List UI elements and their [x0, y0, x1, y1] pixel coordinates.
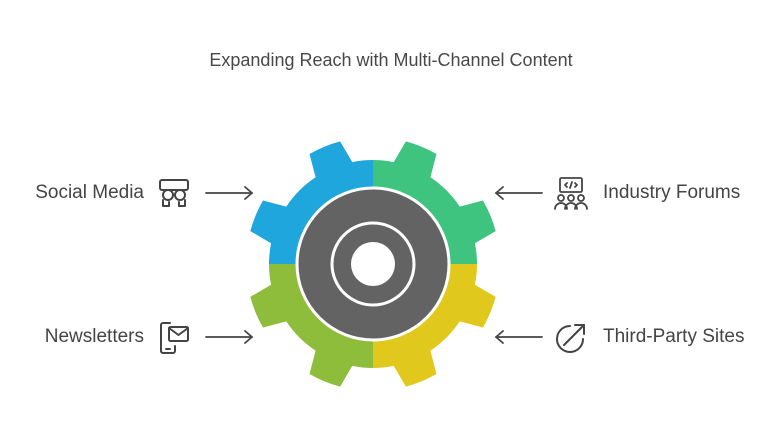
gear-center-hole	[351, 242, 395, 286]
phone-mail-icon	[156, 320, 192, 356]
people-code-icon	[553, 176, 589, 212]
newsletters-label: Newsletters	[44, 326, 144, 347]
social-media-label: Social Media	[35, 182, 144, 203]
external-link-icon	[553, 320, 589, 356]
binoculars-icon	[156, 176, 192, 212]
diagram-title: Expanding Reach with Multi-Channel Conte…	[209, 50, 573, 70]
third-party-sites-label: Third-Party Sites	[603, 326, 745, 347]
gear-diagram	[250, 141, 496, 387]
industry-forums-arrow	[492, 185, 544, 201]
newsletters-arrow	[204, 329, 256, 345]
social-media-arrow	[204, 185, 256, 201]
third-party-sites-arrow	[492, 329, 544, 345]
industry-forums-label: Industry Forums	[603, 182, 741, 203]
gear-inner-ring	[330, 221, 416, 307]
